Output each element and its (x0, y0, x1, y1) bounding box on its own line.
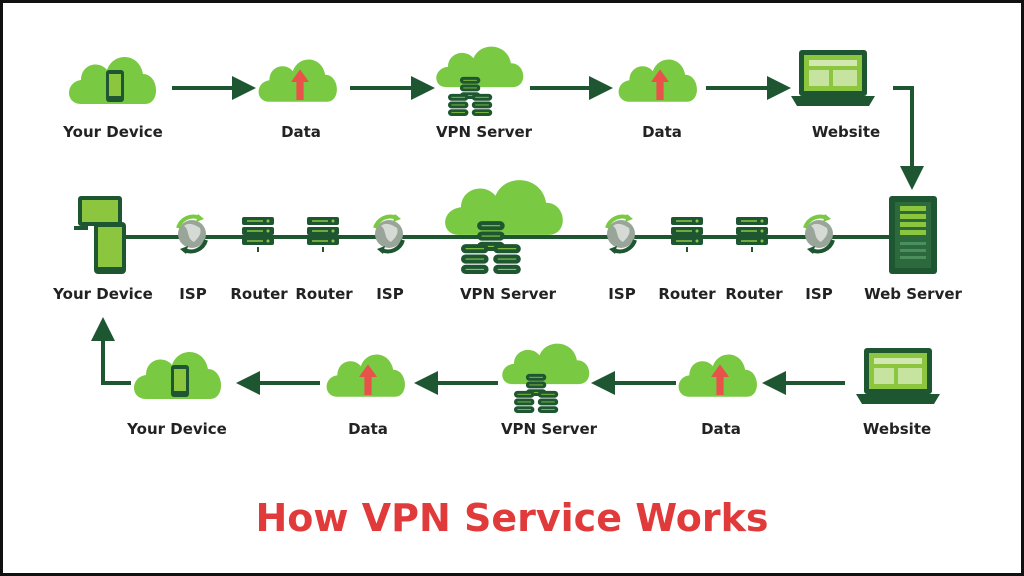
devices-icon (74, 196, 126, 274)
row2-label-isp: ISP (376, 285, 404, 303)
row3-label-data: Data (701, 420, 741, 438)
cloud-upload-icon (326, 354, 405, 397)
cloud-upload-icon (618, 59, 697, 102)
row2-label-vpn-server: VPN Server (459, 285, 557, 303)
globe-icon (373, 214, 405, 254)
row2-label-router: Router (658, 285, 716, 303)
server-tower-icon (889, 196, 937, 274)
row1-label-data: Data (642, 123, 682, 141)
arrow-up (91, 317, 131, 385)
arrow-down (893, 86, 924, 190)
globe-icon (605, 214, 637, 254)
globe-icon (803, 214, 835, 254)
cloud-upload-icon (678, 354, 757, 397)
router-icon (671, 217, 703, 252)
cloud-phone-icon (69, 56, 157, 104)
row1-label-your-device: Your Device (63, 123, 163, 141)
diagram-title: How VPN Service Works (255, 496, 769, 540)
icons (69, 46, 940, 413)
row2-label-router: Router (230, 285, 288, 303)
row1-label-data: Data (281, 123, 321, 141)
router-icon (736, 217, 768, 252)
row2-label-web-server: Web Server (864, 285, 962, 303)
router-icon (307, 217, 339, 252)
laptop-icon (856, 348, 940, 404)
row2-label-your-device: Your Device (53, 285, 153, 303)
globe-icon (176, 214, 208, 254)
row2-label-router: Router (725, 285, 783, 303)
row3-label-vpn-server: VPN Server (500, 420, 598, 438)
router-icon (242, 217, 274, 252)
row2-label-isp: ISP (805, 285, 833, 303)
row3-label-data: Data (348, 420, 388, 438)
row1-label-vpn-server: VPN Server (435, 123, 533, 141)
cloud-server-icon (445, 180, 563, 274)
laptop-icon (791, 50, 875, 106)
row2-label-isp: ISP (179, 285, 207, 303)
row1-label-website: Website (811, 123, 881, 141)
row3-label-website: Website (862, 420, 932, 438)
cloud-server-icon (502, 343, 590, 413)
row2-label-router: Router (295, 285, 353, 303)
row3-label-your-device: Your Device (127, 420, 227, 438)
row2-label-isp: ISP (608, 285, 636, 303)
cloud-server-icon (436, 46, 524, 116)
cloud-upload-icon (258, 59, 337, 102)
cloud-phone-icon (134, 351, 222, 399)
